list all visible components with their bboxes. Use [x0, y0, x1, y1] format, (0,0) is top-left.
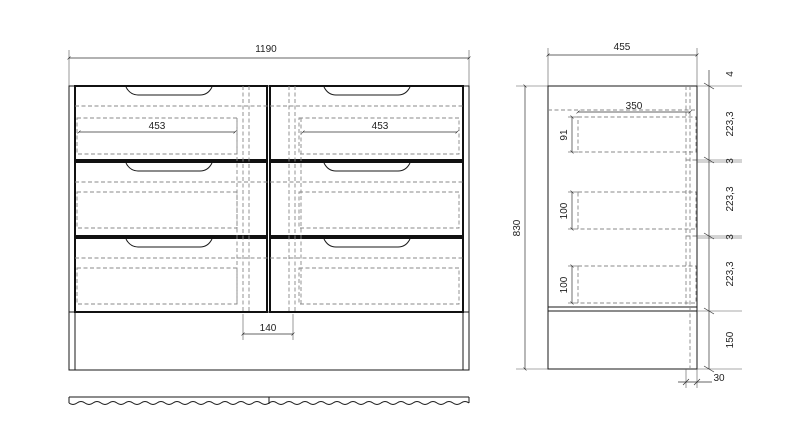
drawer-front-right-1	[269, 85, 464, 161]
drawer2-inner-height-label: 100	[559, 202, 570, 219]
drawer1-inner-height-label: 91	[559, 129, 570, 141]
drawer-depth-dimension: 350	[576, 101, 692, 114]
setback-label: 30	[713, 373, 725, 384]
overall-width-dimension: 1190	[67, 44, 471, 86]
base-gap-label: 140	[260, 323, 277, 334]
drawer-inner-width-right-label: 453	[372, 121, 389, 132]
drawer-inner-width-left-label: 453	[149, 121, 166, 132]
drawer-front-height-2-label: 223,3	[725, 186, 736, 211]
drawer-depth-label: 350	[626, 101, 643, 112]
drawer-inner-width-dimensions: 453 453	[77, 121, 459, 134]
drawer-front-left-1	[74, 85, 268, 161]
side-outline	[547, 85, 698, 370]
side-drawer-boxes	[577, 116, 697, 304]
overall-height-dimension: 830	[512, 84, 548, 371]
drawer-front-left-3	[74, 237, 268, 313]
overall-width-label: 1190	[255, 44, 277, 55]
front-view: 1190	[67, 44, 471, 405]
setback-dimension: 30	[678, 369, 725, 388]
drawer-front-height-3-label: 223,3	[725, 261, 736, 286]
drawer-front-height-1-label: 223,3	[725, 111, 736, 136]
handle-cutout-right-2	[323, 162, 411, 172]
handle-cutout-left-3	[125, 238, 213, 248]
wavy-front-edge	[68, 401, 470, 405]
drawer-fronts	[74, 85, 464, 313]
handle-cutouts	[125, 86, 411, 248]
drawer-inner-height-dimensions: 91 100 100	[559, 115, 578, 305]
side-view: 455 830 350	[512, 42, 742, 388]
gap-2-label: 3	[725, 234, 736, 240]
drawer-front-left-2	[74, 161, 268, 237]
height-dimension-chain: 4 223,3 3 223,3 3 223,3 150	[697, 70, 742, 373]
handle-cutout-right-1	[323, 86, 411, 96]
drawer-front-right-3	[269, 237, 464, 313]
overall-height-label: 830	[512, 219, 523, 236]
depth-dimension: 455	[546, 42, 699, 86]
depth-label: 455	[614, 42, 631, 53]
drawer3-inner-height-label: 100	[559, 276, 570, 293]
plinth-height-label: 150	[725, 331, 736, 348]
hidden-drawer-boxes	[75, 86, 463, 312]
drawer-front-right-2	[269, 161, 464, 237]
handle-cutout-right-3	[323, 238, 411, 248]
base-gap-dimension: 140	[241, 314, 295, 340]
gap-1-label: 3	[725, 158, 736, 164]
handle-cutout-left-2	[125, 162, 213, 172]
top-plan-profile	[68, 396, 470, 405]
top-thickness-label: 4	[725, 71, 736, 77]
handle-cutout-left-1	[125, 86, 213, 96]
